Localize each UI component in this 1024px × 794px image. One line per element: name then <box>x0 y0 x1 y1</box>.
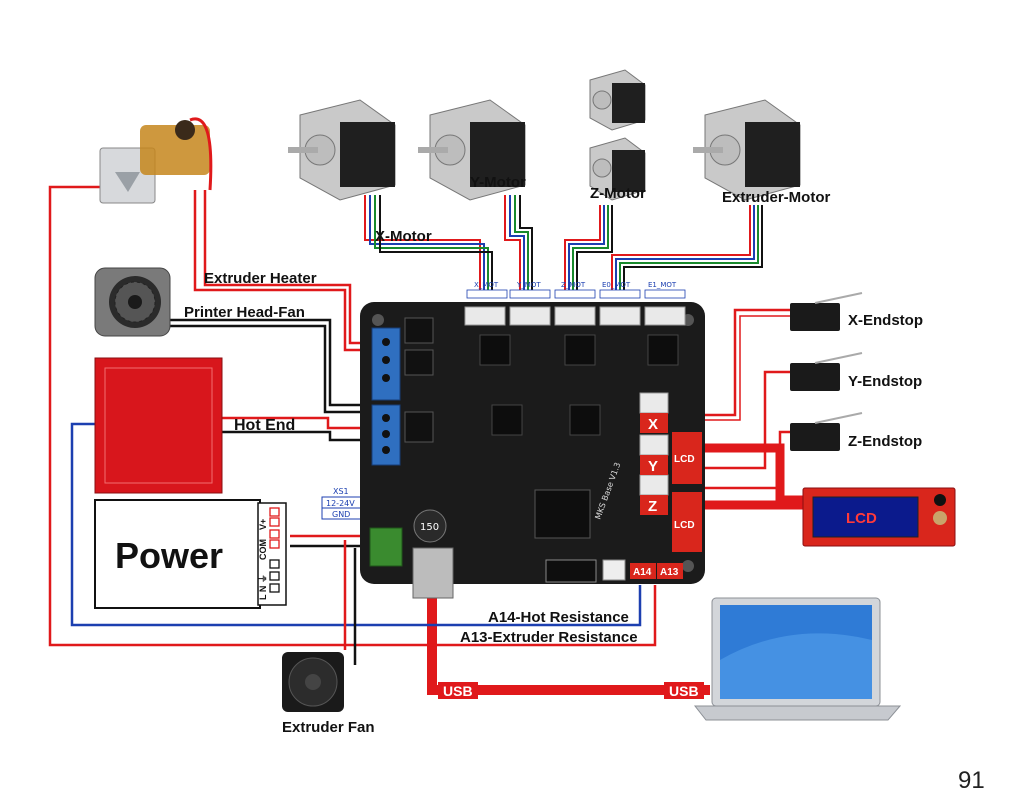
extruder-motor <box>693 99 801 201</box>
z-motor-label: Z-Motor <box>590 185 646 202</box>
y-motor <box>418 99 526 201</box>
x-endstop-label: X-Endstop <box>848 312 923 329</box>
z-motor-1 <box>589 69 646 131</box>
z-endstop-switch <box>790 412 863 451</box>
printer-head-fan-label: Printer Head-Fan <box>184 304 305 321</box>
e0-mot-label: E0_MOT <box>602 281 631 289</box>
usb-labels: USB USB <box>438 682 704 699</box>
y-endstop-switch <box>790 352 863 391</box>
usb-left-label: USB <box>443 683 473 699</box>
lcd-module: LCD <box>802 487 956 547</box>
heatbed <box>94 357 223 494</box>
endstop-port-labels: X Y Z <box>640 413 668 515</box>
hot-end-label: Hot End <box>234 417 295 434</box>
usb-right-label: USB <box>669 683 699 699</box>
x-endstop-switch <box>790 292 863 331</box>
port-x: X <box>648 416 658 433</box>
y-mot-label: Y_MOT <box>516 281 541 289</box>
a13-extruder-resistance-label: A13-Extruder Resistance <box>460 629 638 646</box>
voltage-label: 12-24V <box>326 499 355 508</box>
lcd-port-2: LCD <box>674 520 695 531</box>
y-endstop-label: Y-Endstop <box>848 373 922 390</box>
laptop <box>693 597 902 721</box>
gnd-label: GND <box>332 510 350 519</box>
z-motor-2 <box>589 137 646 201</box>
x-motor <box>288 99 396 201</box>
cap-label: 150 <box>420 522 439 533</box>
page-number: 91 <box>958 767 985 794</box>
y-motor-label: Y-Motor <box>470 174 526 191</box>
power-label: Power <box>115 535 223 576</box>
lcd-screen-text: LCD <box>846 510 877 527</box>
xs1-voltage-box: XS1 12-24V GND <box>321 487 363 520</box>
component-labels: X-Motor Y-Motor Z-Motor Extruder-Motor E… <box>184 174 923 736</box>
hot-end-assembly <box>99 117 213 204</box>
a14-hot-resistance-label: A14-Hot Resistance <box>488 609 629 626</box>
printer-head-fan <box>94 267 171 337</box>
x-motor-label: X-Motor <box>375 228 432 245</box>
port-a14: A14 <box>633 567 652 578</box>
main-board: 150 MKS Base V1.3 <box>360 302 705 599</box>
motor-header-labels: X_MOT Y_MOT Z_MOT E0_MOT E1_MOT <box>466 281 686 299</box>
z-endstop-label: Z-Endstop <box>848 433 922 450</box>
z-mot-label: Z_MOT <box>561 281 586 289</box>
terminal-com: COM <box>258 539 268 560</box>
extruder-fan <box>282 652 344 712</box>
xs1-label: XS1 <box>333 487 349 496</box>
port-a13: A13 <box>660 567 679 578</box>
extruder-motor-label: Extruder-Motor <box>722 189 830 206</box>
power-supply: Power V+ COM L N ⏚ <box>94 499 287 609</box>
port-y: Y <box>648 458 658 475</box>
e1-mot-label: E1_MOT <box>648 281 677 289</box>
terminal-vplus: V+ <box>258 519 268 530</box>
port-z: Z <box>648 498 657 515</box>
x-mot-label: X_MOT <box>474 281 499 289</box>
terminal-lne: L N ⏚ <box>258 574 268 600</box>
extruder-heater-label: Extruder Heater <box>204 270 317 287</box>
extruder-fan-label: Extruder Fan <box>282 719 375 736</box>
lcd-port-1: LCD <box>674 454 695 465</box>
